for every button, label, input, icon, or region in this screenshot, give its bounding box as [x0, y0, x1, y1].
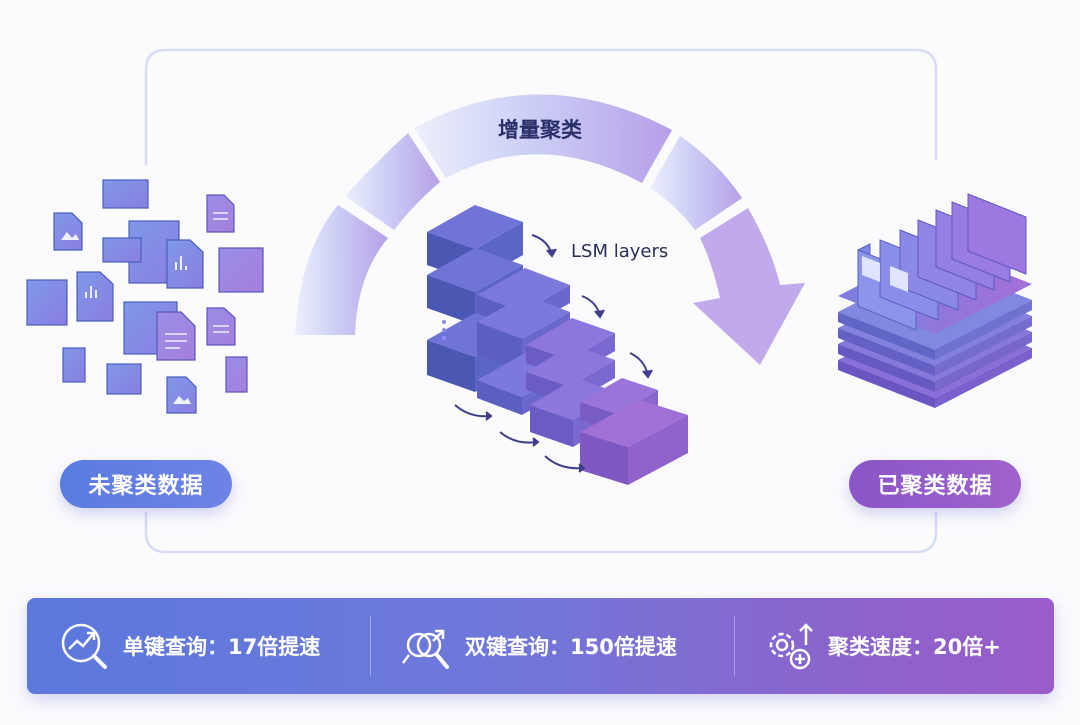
lsm-flow-arrows — [454, 234, 653, 473]
incremental-arc — [295, 94, 805, 365]
flow-frame-bottom — [144, 512, 938, 554]
unclustered-docs — [26, 179, 264, 414]
clustered-stack — [838, 193, 1032, 408]
stat-single-key-text: 单键查询：17倍提速 — [123, 635, 321, 659]
cluster-cards — [857, 193, 1027, 331]
stat-double-key-text: 双键查询：150倍提速 — [465, 635, 677, 659]
lsm-layers-label: LSM layers — [571, 241, 669, 262]
clustered-data-badge: 已聚类数据 — [849, 460, 1021, 508]
trend-magnifier-icon — [61, 623, 107, 669]
stat-cluster-speed: 聚类速度：20倍+ — [762, 598, 1001, 694]
stat-double-key: 双键查询：150倍提速 — [399, 598, 677, 694]
stats-bar: 单键查询：17倍提速 双键查询：150倍提速 聚类速度：20倍+ — [27, 598, 1054, 694]
flow-frame — [144, 48, 938, 165]
arc-label: 增量聚类 — [498, 118, 582, 142]
lsm-blocks — [427, 205, 688, 485]
stat-cluster-speed-text: 聚类速度：20倍+ — [828, 635, 1001, 659]
stat-divider — [734, 616, 735, 676]
gears-plus-icon — [769, 623, 813, 670]
double-ring-search-icon — [402, 629, 449, 669]
unclustered-data-badge: 未聚类数据 — [60, 460, 232, 508]
stat-single-key: 单键查询：17倍提速 — [57, 598, 320, 694]
stat-divider — [370, 616, 371, 676]
